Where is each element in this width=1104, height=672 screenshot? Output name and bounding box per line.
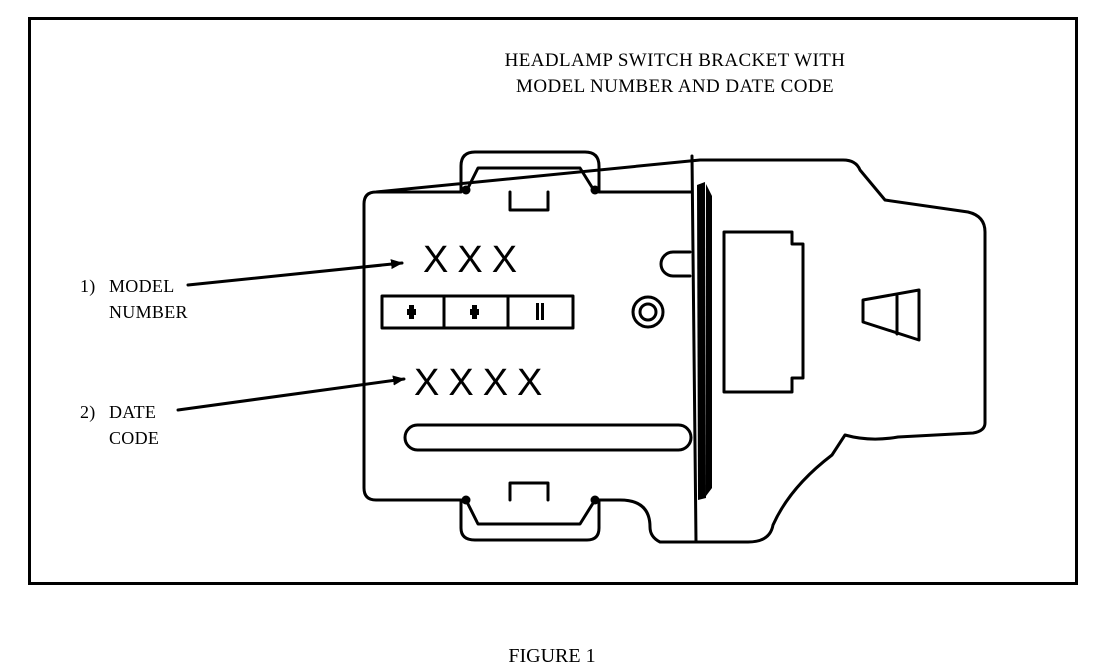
diagram-title-line-1: HEADLAMP SWITCH BRACKET WITH bbox=[504, 50, 846, 71]
bracket-outline bbox=[362, 150, 987, 544]
rivet-inner bbox=[638, 302, 658, 322]
bottom-tab bbox=[464, 481, 597, 526]
fold-line bbox=[690, 154, 698, 544]
terminal-strip bbox=[380, 294, 575, 330]
diagram-title-line-2: MODEL NUMBER AND DATE CODE bbox=[516, 76, 834, 97]
label-2-number: 2) bbox=[80, 402, 96, 422]
label-1-line-1: MODEL bbox=[109, 276, 175, 296]
model-number-marking: XXX bbox=[423, 239, 527, 281]
figure-caption: FIGURE 1 bbox=[508, 645, 596, 667]
label-2-line-1: DATE bbox=[109, 402, 157, 422]
arrow-date bbox=[176, 375, 406, 412]
window bbox=[722, 230, 805, 394]
top-tab bbox=[464, 166, 597, 212]
side-notch bbox=[659, 250, 692, 278]
trapezoid bbox=[861, 288, 921, 342]
date-code-marking: XXXX bbox=[414, 362, 552, 404]
arrow-model bbox=[186, 259, 404, 287]
label-1-line-2: NUMBER bbox=[109, 302, 188, 322]
slot bbox=[403, 423, 693, 452]
fold-band bbox=[697, 182, 706, 500]
label-1-number: 1) bbox=[80, 276, 96, 296]
rivet-outer bbox=[631, 295, 665, 329]
label-2-line-2: CODE bbox=[109, 428, 160, 448]
figure-border bbox=[28, 17, 1078, 585]
